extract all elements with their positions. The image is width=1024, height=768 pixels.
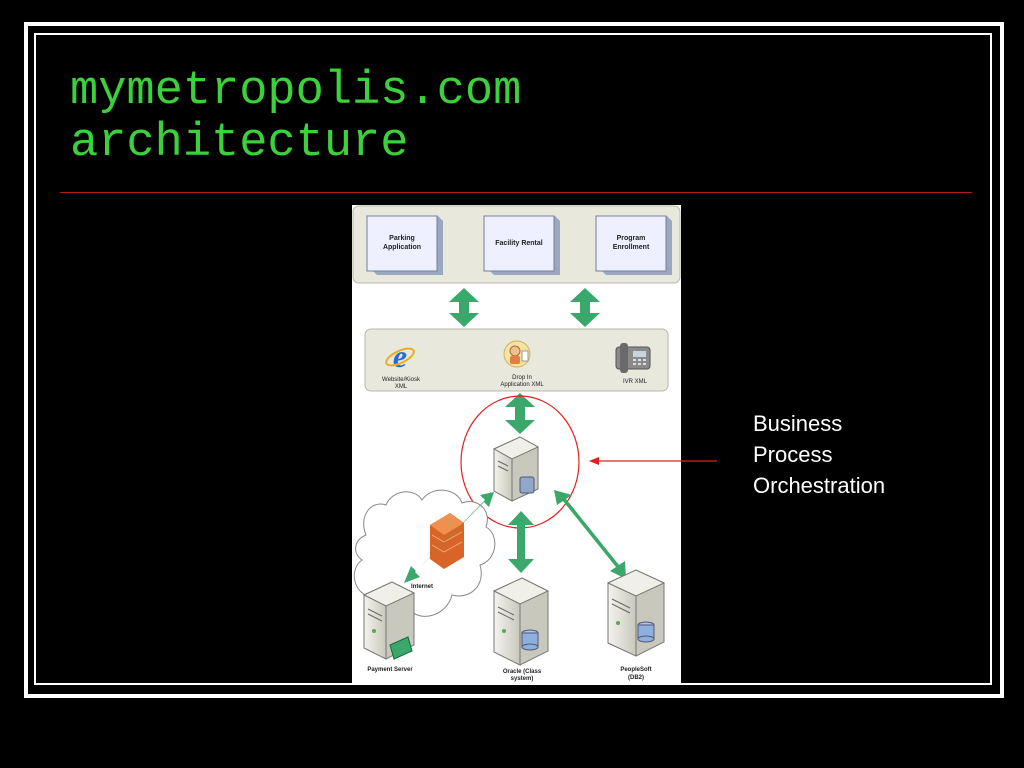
channel-ivr-label: IVR XML	[623, 379, 648, 385]
app-parking-line2: Application	[383, 244, 421, 251]
callout-line3: Orchestration	[753, 473, 886, 498]
double-arrow-center	[505, 393, 535, 434]
orchestration-server-icon	[492, 436, 540, 502]
telephone-icon	[615, 343, 651, 373]
slide-title-line1: mymetropolis.com	[70, 65, 522, 118]
server-oracle-line2: system)	[511, 676, 534, 682]
internet-label: Internet	[411, 584, 433, 590]
app-program-line2: Enrollment	[613, 244, 650, 251]
slide-title: mymetropolis.com architecture	[70, 66, 521, 170]
channel-web-line1: Website/Kiosk	[382, 377, 421, 383]
architecture-diagram-svg: Parking Application Facility Rental Prog…	[352, 205, 681, 682]
oracle-server-icon	[492, 577, 550, 666]
server-oracle-line1: Oracle (Class	[503, 669, 542, 675]
person-icon	[503, 340, 531, 368]
peoplesoft-server-icon	[606, 569, 666, 657]
app-box-facility	[483, 215, 560, 275]
double-arrow-to-oracle	[508, 511, 534, 573]
server-peoplesoft-line2: (DB2)	[628, 675, 644, 681]
callout-line1: Business	[753, 411, 843, 436]
channel-web-line2: XML	[395, 384, 408, 390]
slide-title-line2: architecture	[70, 117, 409, 170]
app-program-line1: Program	[617, 235, 646, 242]
firewall-icon	[430, 513, 464, 569]
architecture-diagram: Parking Application Facility Rental Prog…	[352, 205, 681, 684]
app-facility-label: Facility Rental	[495, 240, 543, 247]
app-parking-line1: Parking	[389, 235, 415, 242]
double-arrow-left	[449, 288, 479, 327]
title-divider	[60, 192, 972, 193]
server-payment-label: Payment Server	[367, 667, 413, 673]
app-box-parking	[366, 215, 443, 275]
server-peoplesoft-line1: PeopleSoft	[620, 667, 651, 673]
channel-dropin-line2: Application XML	[500, 382, 544, 388]
slide-outer-border	[24, 22, 1004, 698]
app-box-program	[595, 215, 672, 275]
orchestration-callout: Business Process Orchestration	[753, 408, 885, 501]
double-arrow-right	[570, 288, 600, 327]
double-arrow-to-peoplesoft	[554, 490, 626, 579]
payment-server-icon	[362, 581, 416, 660]
slide-inner-border	[34, 33, 992, 685]
callout-arrow	[589, 457, 717, 465]
arrow-to-payment-server	[404, 492, 494, 583]
callout-line2: Process	[753, 442, 833, 467]
channel-dropin-line1: Drop In	[512, 375, 532, 381]
svg-text:e: e	[393, 338, 407, 374]
internet-explorer-icon: e	[385, 338, 415, 374]
